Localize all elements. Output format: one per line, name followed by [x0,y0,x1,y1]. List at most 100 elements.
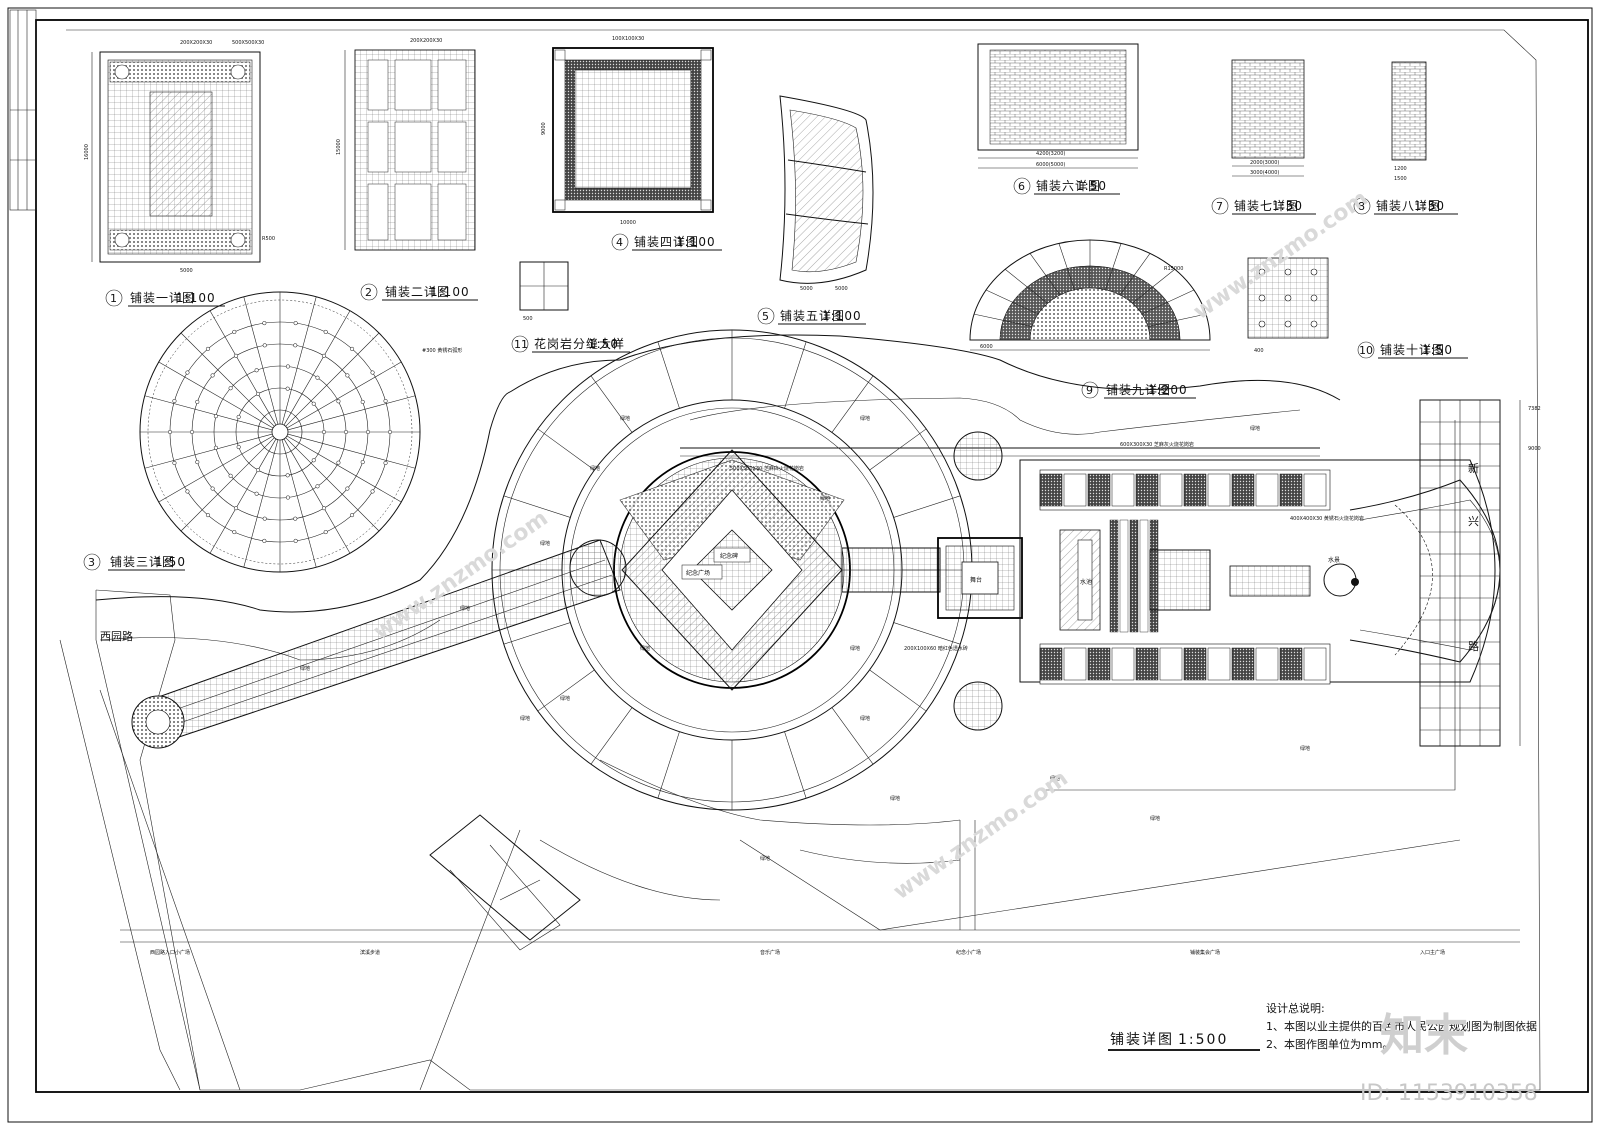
detail-5-dim-a: 5000 [800,286,813,292]
detail-11-dim: 500 [523,316,533,322]
radial-dot [336,399,341,404]
paving-block [1159,647,1183,681]
radial-spoke [243,439,279,568]
plaza-spoke [590,375,633,433]
zone-label-4: 纪念小广场 [956,949,981,956]
green-area-label: 绿地 [460,605,470,612]
radial-dot [349,346,355,351]
radial-spoke [144,433,273,469]
radial-dot [195,460,200,465]
fan-ray [985,289,1039,315]
detail-4-bottom-dim: 10000 [620,220,636,226]
radial-dot [321,506,327,511]
detail-9-scale: 1:200 [1148,383,1188,397]
paving-block [1139,519,1149,633]
radial-dot [232,530,237,535]
green-area-label: 绿地 [760,855,770,862]
title-block: 铺装详图 1:500 设计总说明: 1、本图以业主提供的百色市人民公园规划图为制… [1108,1001,1537,1051]
paving-block [1087,473,1111,507]
green-area-label: 绿地 [640,645,650,652]
east-road-dim: 9000 [1528,446,1541,452]
detail-6-scale: 1:50 [1076,179,1107,193]
radial-spoke [180,437,275,532]
plaza-spoke [537,669,595,712]
radial-dot [311,458,316,463]
east-road-name-3: 路 [1468,640,1479,653]
radial-dot [167,429,173,435]
detail-3-number: 3 [88,556,95,569]
detail-1-scale: 1:100 [176,291,216,305]
detail-10-title: 铺装十详图 [1380,342,1445,357]
detail-7-dim-a: 2000(3000) [1250,160,1279,166]
radial-dot [387,429,393,435]
detail-11-joint: 500 11 花岗岩分缝大样 1:50 [511,261,630,353]
detail-9-fan-paving: R15000 6000 9 铺装九详图 1:200 [969,239,1211,399]
detail-10-dot [1258,294,1266,302]
plaza-spoke [831,707,874,765]
detail-5-dim-b: 5000 [835,286,848,292]
stage-label: 舞台 [970,576,982,584]
detail-2-scale: 1:100 [430,285,470,299]
radial-dot [336,460,341,465]
detail-11-title: 花岗岩分缝大样 [534,336,625,351]
radial-dot [293,343,298,348]
radial-dot [343,429,349,435]
detail-1-radius: R500 [262,236,275,242]
radial-spoke [286,435,402,503]
radial-dot [236,444,241,450]
radial-spoke [283,438,351,554]
paving-block [1129,519,1139,633]
detail-1-title: 铺装一详图 [130,290,195,305]
detail-6-paving: 4200(3200) 6000(5000) 6 铺装六详图 1:50 [977,43,1139,195]
detail-7-title: 铺装七详图 [1234,198,1299,213]
radial-dot [185,489,190,494]
notes-heading: 设计总说明: [1266,1001,1325,1015]
detail-4-top-dim: 100X100X30 [612,36,644,42]
detail-7-dim-b: 3000(4000) [1250,170,1279,176]
zone-label-1: 西园路入口小广场 [150,949,190,956]
green-area-label: 绿地 [590,465,600,472]
detail-10-dot [1284,294,1292,302]
material-callouts: 500X500X30 芝麻白火烧花岗岩 400X400X30 黄锈石火烧花岗岩 … [730,441,1364,652]
plaza-spoke [831,375,874,433]
plaza-spoke [657,341,680,409]
radial-dot [349,513,355,518]
detail-2-title: 铺装二详图 [385,284,450,299]
sports-courts [429,814,581,951]
radial-dot [360,399,365,404]
detail-2-number: 2 [365,286,372,299]
radial-dot [172,398,177,404]
radial-dot [210,486,215,491]
entrance-plaza [1349,479,1501,663]
sheet-frame [7,7,1593,1123]
fan-ray [1105,243,1122,290]
radial-dot [293,538,298,543]
detail-1-height-dim: 16000 [84,144,90,160]
fan-ray [1147,313,1206,327]
radial-dot [285,473,290,478]
paving-block [1303,473,1327,507]
detail-1-paving: 16000 5000 200X200X30 500X500X30 R500 1 … [84,40,275,307]
detail-3-title: 铺装三详图 [110,554,175,569]
zone-label-6: 入口主广场 [1420,949,1445,956]
green-area-label: 绿地 [1300,745,1310,752]
radial-spoke [243,296,279,425]
radial-dot [345,373,350,378]
green-area-label: 绿地 [1250,425,1260,432]
paving-block [1255,473,1279,507]
zone-label-2: 滨溪步道 [360,949,380,956]
radial-dot [254,491,259,496]
detail-3-note: #300 黄锈石弧形 [422,347,462,354]
detail-10-dot [1258,268,1266,276]
radial-dot [213,445,218,450]
detail-8-paving: 1200 1500 8 铺装八详图 1:50 [1353,61,1458,215]
green-area-label: 绿地 [820,495,830,502]
zone-label-5: 铺装集会广场 [1190,949,1220,956]
radial-spoke [144,395,273,431]
detail-9-number: 9 [1086,384,1093,397]
paving-block [1063,473,1087,507]
radial-dot [285,364,291,369]
detail-7-number: 7 [1216,200,1223,213]
green-area-label: 绿地 [850,645,860,652]
radial-spoke [180,332,275,427]
